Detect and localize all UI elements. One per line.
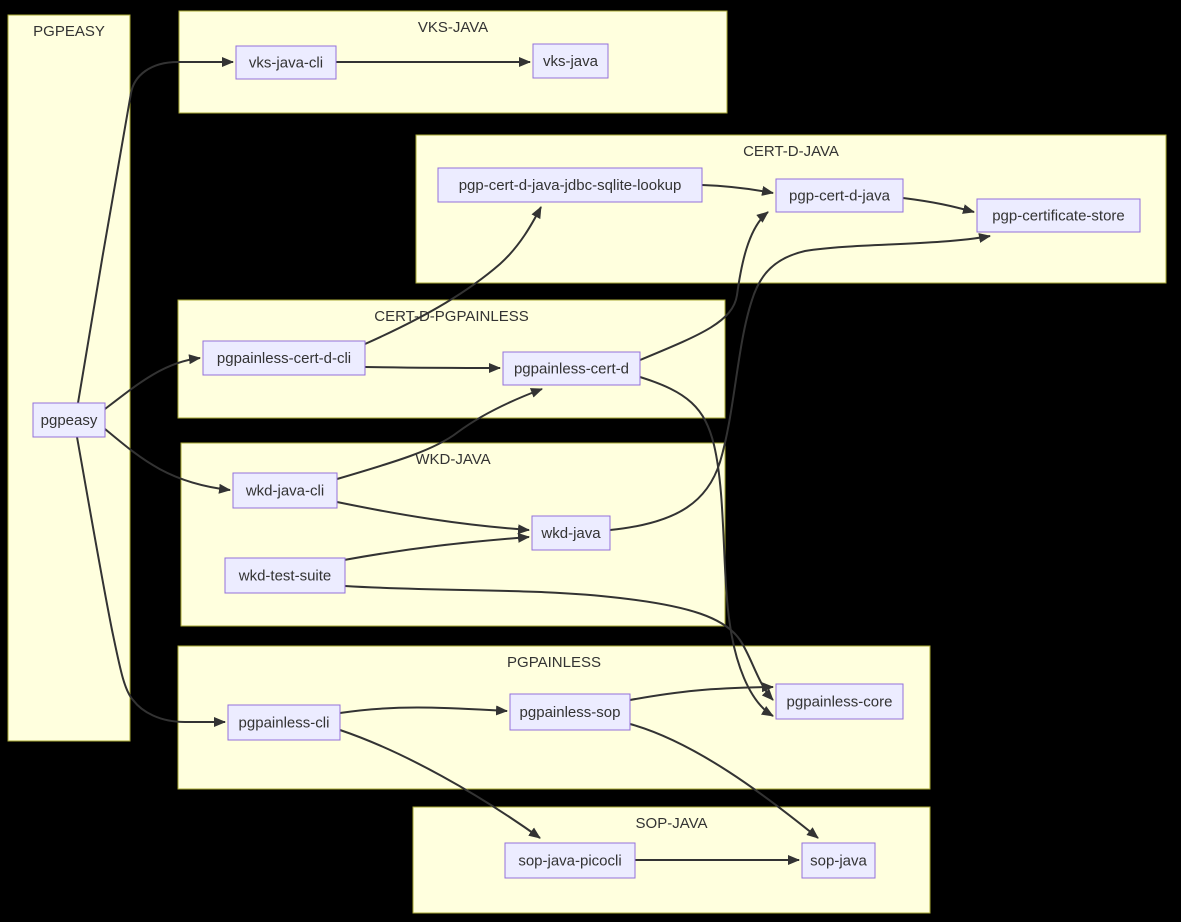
node-label: pgpainless-cli <box>239 715 330 732</box>
node-box <box>227 704 341 741</box>
node-wkd-java-cli: wkd-java-cli <box>232 472 338 509</box>
edge-pgpeasy--vks-java-cli <box>77 57 234 404</box>
node-label: pgp-certificate-store <box>992 208 1125 225</box>
edge-pgpainless-cert-d-cli--pgp-cert-d-java-jdbc-sqlite-lookup <box>364 206 542 345</box>
subgraph-title: PGPAINLESS <box>507 654 601 671</box>
node-box <box>504 842 636 879</box>
node-box <box>509 693 631 731</box>
edge-pgpainless-cert-d--pgp-cert-d-java <box>639 211 769 361</box>
node-label: sop-java <box>810 853 867 870</box>
node-sop-java-picocli: sop-java-picocli <box>504 842 636 879</box>
node-label: pgpainless-core <box>787 694 893 711</box>
node-label: vks-java-cli <box>249 55 323 72</box>
subgraph-pgpeasy-group: PGPEASY <box>7 14 131 742</box>
node-pgpainless-cert-d-cli: pgpainless-cert-d-cli <box>202 340 366 376</box>
node-label: wkd-test-suite <box>238 568 332 585</box>
node-box <box>232 472 338 509</box>
subgraph-wkd-java-group: WKD-JAVA <box>180 442 726 627</box>
node-label: pgpainless-cert-d <box>514 361 629 378</box>
edge-pgpainless-cli--pgpainless-sop <box>339 705 508 716</box>
edge-wkd-java--pgp-certificate-store <box>609 233 991 531</box>
edge-pgpeasy--pgpainless-cli <box>76 436 226 727</box>
node-box <box>531 515 611 551</box>
subgraph-title: VKS-JAVA <box>418 19 488 36</box>
node-box <box>532 43 609 79</box>
node-pgpeasy: pgpeasy <box>32 402 106 438</box>
edge-pgpainless-cert-d-cli--pgpainless-cert-d <box>364 362 501 373</box>
node-pgpainless-cli: pgpainless-cli <box>227 704 341 741</box>
node-pgp-cert-d-java: pgp-cert-d-java <box>775 178 904 213</box>
node-wkd-test-suite: wkd-test-suite <box>224 557 346 594</box>
node-label: pgp-cert-d-java <box>789 188 891 205</box>
edge-wkd-test-suite--pgpainless-core <box>344 585 774 701</box>
node-wkd-java: wkd-java <box>531 515 611 551</box>
edge-pgpainless-cert-d--pgpainless-core <box>639 376 774 717</box>
node-label: wkd-java <box>540 525 601 542</box>
subgraph-box <box>180 442 726 627</box>
edge-pgpainless-sop--sop-java <box>629 723 819 839</box>
node-label: pgpeasy <box>41 412 98 429</box>
edge-pgpeasy--pgpainless-cert-d-cli <box>104 354 201 410</box>
node-pgp-certificate-store: pgp-certificate-store <box>976 198 1141 233</box>
edge-pgp-cert-d-java-jdbc-sqlite-lookup--pgp-cert-d-java <box>701 184 774 196</box>
subgraph-title: SOP-JAVA <box>636 815 708 832</box>
node-box <box>775 683 904 720</box>
node-label: pgpainless-cert-d-cli <box>217 350 351 367</box>
node-label: pgp-cert-d-java-jdbc-sqlite-lookup <box>459 177 682 194</box>
node-pgpainless-core: pgpainless-core <box>775 683 904 720</box>
edge-wkd-java-cli--wkd-java <box>336 501 530 535</box>
subgraph-title: CERT-D-JAVA <box>743 143 839 160</box>
node-box <box>224 557 346 594</box>
subgraph-title: PGPEASY <box>33 23 105 40</box>
node-label: wkd-java-cli <box>245 483 324 500</box>
node-box <box>32 402 106 438</box>
edge-pgpainless-cli--sop-java-picocli <box>339 729 541 839</box>
edge-pgpeasy--wkd-java-cli <box>104 428 231 494</box>
node-box <box>437 167 703 203</box>
node-box <box>502 351 641 386</box>
node-box <box>202 340 366 376</box>
edge-pgpainless-sop--pgpainless-core <box>629 682 774 701</box>
node-pgpainless-sop: pgpainless-sop <box>509 693 631 731</box>
node-box <box>976 198 1141 233</box>
node-vks-java-cli: vks-java-cli <box>235 45 337 80</box>
subgraph-title: CERT-D-PGPAINLESS <box>374 308 528 325</box>
edge-wkd-test-suite--wkd-java <box>343 532 530 561</box>
subgraph-title: WKD-JAVA <box>415 451 490 468</box>
edge-pgp-cert-d-java--pgp-certificate-store <box>902 197 975 214</box>
edge-wkd-java-cli--pgpainless-cert-d <box>336 388 543 480</box>
node-label: vks-java <box>543 53 599 70</box>
node-box <box>775 178 904 213</box>
node-vks-java: vks-java <box>532 43 609 79</box>
node-label: sop-java-picocli <box>518 853 621 870</box>
node-box <box>235 45 337 80</box>
node-box <box>801 842 876 879</box>
node-sop-java: sop-java <box>801 842 876 879</box>
node-pgp-cert-d-java-jdbc-sqlite-lookup: pgp-cert-d-java-jdbc-sqlite-lookup <box>437 167 703 203</box>
node-pgpainless-cert-d: pgpainless-cert-d <box>502 351 641 386</box>
node-label: pgpainless-sop <box>520 704 621 721</box>
